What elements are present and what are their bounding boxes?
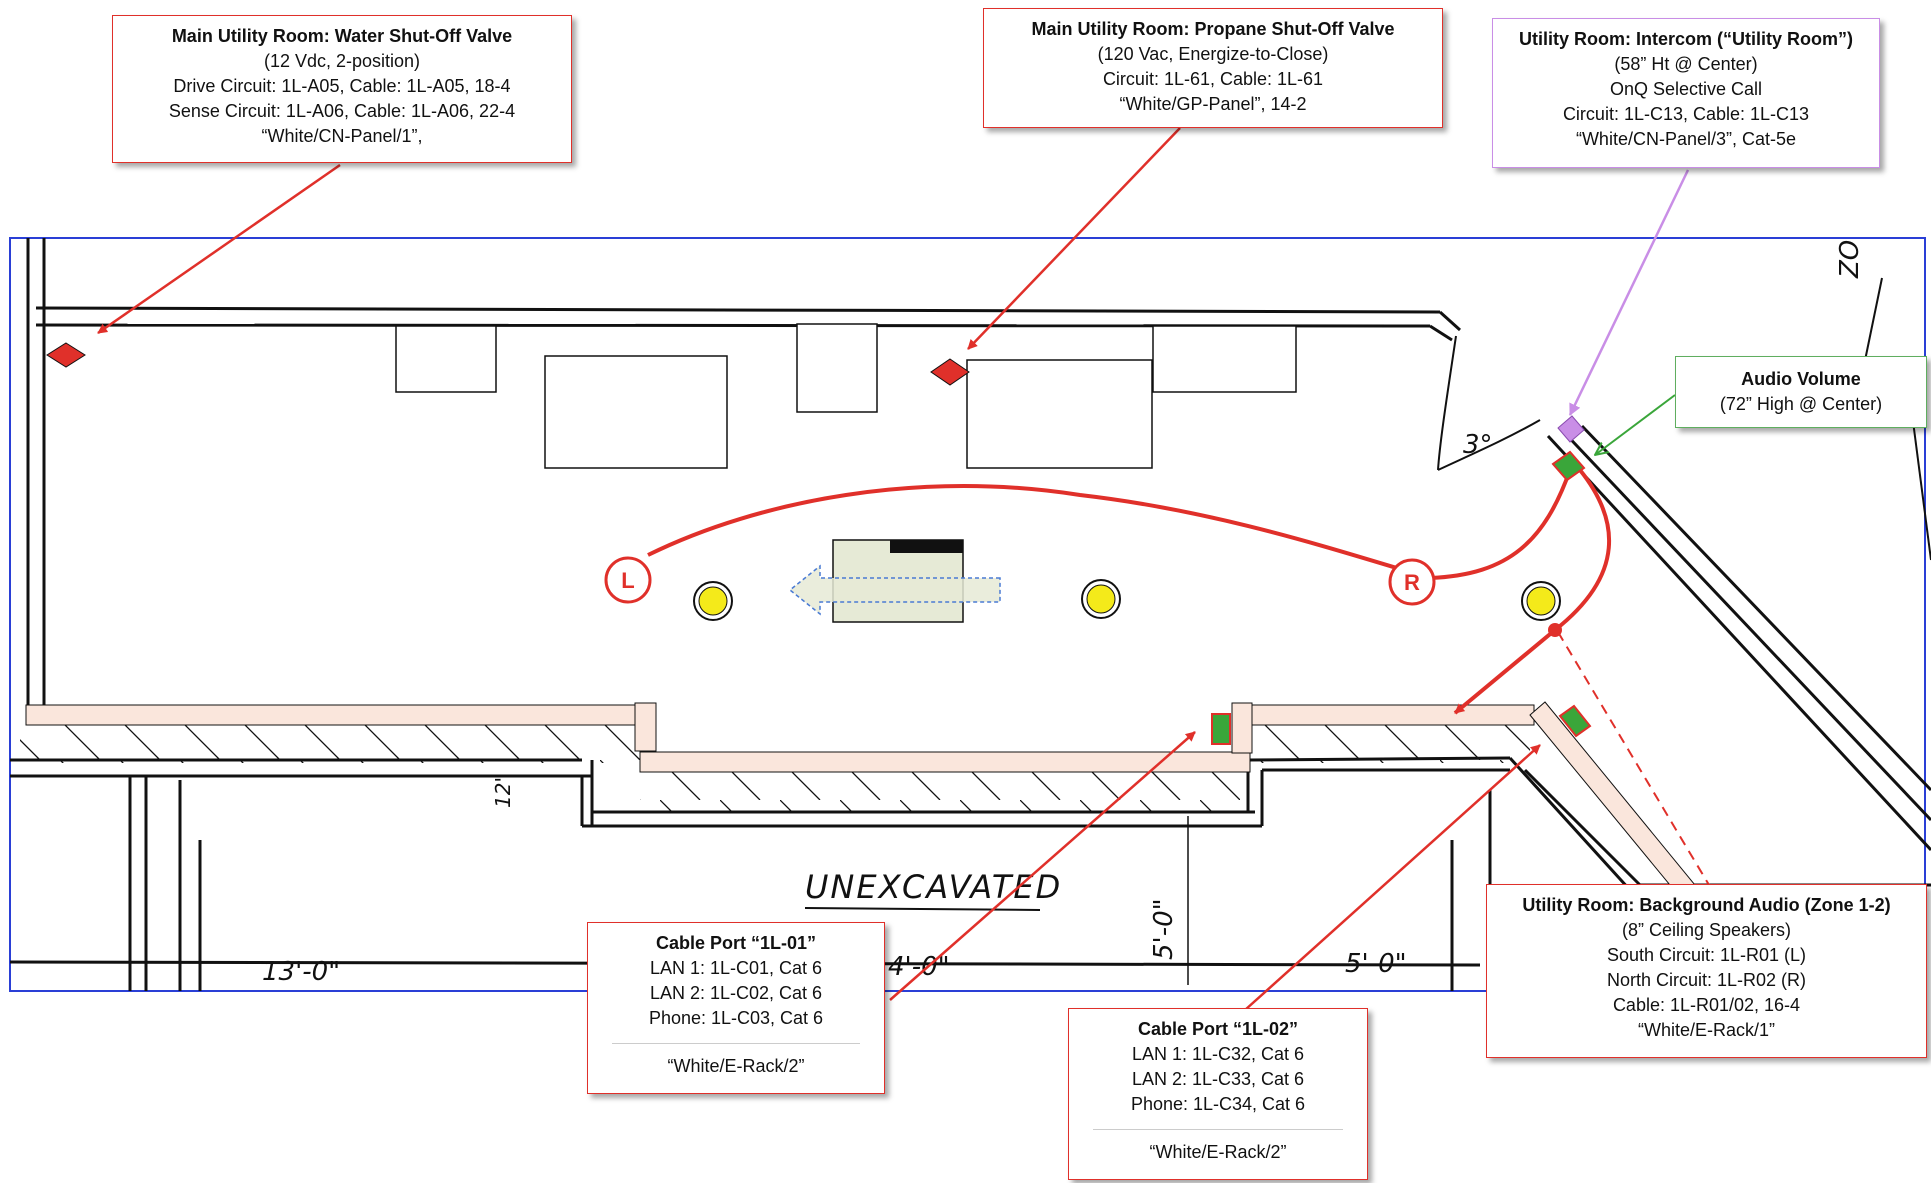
volume-leader bbox=[1595, 394, 1676, 455]
callout-line: “White/CN-Panel/3”, Cat-5e bbox=[1575, 129, 1797, 149]
callout-title: Main Utility Room: Water Shut-Off Valve bbox=[171, 26, 513, 46]
callout-line: “White/GP-Panel”, 14-2 bbox=[1119, 94, 1307, 114]
callout-line: (12 Vdc, 2-position) bbox=[263, 51, 421, 71]
callout-line: LAN 2: 1L-C02, Cat 6 bbox=[649, 983, 823, 1003]
callout-divider bbox=[1093, 1129, 1343, 1130]
callout-line: Circuit: 1L-61, Cable: 1L-61 bbox=[1102, 69, 1324, 89]
water-valve-icon bbox=[46, 342, 86, 368]
callout-title: Cable Port “1L-01” bbox=[655, 933, 817, 953]
callout-line: LAN 1: 1L-C01, Cat 6 bbox=[649, 958, 823, 978]
speaker-right-label: R bbox=[1404, 570, 1420, 595]
callout-line: LAN 1: 1L-C32, Cat 6 bbox=[1131, 1044, 1305, 1064]
callout-line: Phone: 1L-C03, Cat 6 bbox=[648, 1008, 824, 1028]
airflow-arrow-icon bbox=[788, 564, 1001, 616]
cable-port-2-icon bbox=[1558, 704, 1592, 738]
unexcavated-label: UNEXCAVATED bbox=[805, 868, 1062, 906]
callout-line: (72” High @ Center) bbox=[1719, 394, 1883, 414]
left-wall bbox=[26, 238, 46, 712]
unexcavated-underline bbox=[804, 907, 1041, 911]
callout-title: Main Utility Room: Propane Shut-Off Valv… bbox=[1031, 19, 1395, 39]
callout-line: Drive Circuit: 1L-A05, Cable: 1L-A05, 18… bbox=[173, 76, 511, 96]
hatched-wall bbox=[640, 770, 1240, 812]
speaker-left-label: L bbox=[621, 568, 634, 593]
callout-title: Utility Room: Background Audio (Zone 1-2… bbox=[1522, 895, 1891, 915]
volume-control-icon bbox=[1551, 450, 1586, 482]
callout-line: Circuit: 1L-C13, Cable: 1L-C13 bbox=[1562, 104, 1810, 124]
door-swing bbox=[1437, 335, 1541, 471]
tan-wall-plates bbox=[25, 701, 1723, 931]
callout-line: Phone: 1L-C34, Cat 6 bbox=[1130, 1094, 1306, 1114]
plan-frame bbox=[9, 237, 1926, 992]
appliance-boxes bbox=[395, 323, 1297, 469]
cable-port-1-callout: Cable Port “1L-01” LAN 1: 1L-C01, Cat 6 … bbox=[587, 922, 885, 1094]
callout-line: LAN 2: 1L-C33, Cat 6 bbox=[1131, 1069, 1305, 1089]
speaker-right-badge bbox=[1388, 558, 1436, 606]
intercom-leader bbox=[1568, 169, 1690, 416]
dimension-12in: 12" bbox=[491, 773, 515, 808]
propane-valve-callout: Main Utility Room: Propane Shut-Off Valv… bbox=[983, 8, 1443, 128]
intercom-device-icon bbox=[1557, 415, 1585, 443]
ceiling-speaker-icon bbox=[1521, 581, 1561, 621]
callout-line: Cable: 1L-R01/02, 16-4 bbox=[1612, 995, 1801, 1015]
dimension-5ft-b: 5'-0" bbox=[1345, 949, 1407, 979]
background-audio-callout: Utility Room: Background Audio (Zone 1-2… bbox=[1486, 884, 1927, 1058]
hatched-wall bbox=[1250, 723, 1530, 763]
callout-line: OnQ Selective Call bbox=[1609, 79, 1763, 99]
cable-port-2-callout: Cable Port “1L-02” LAN 1: 1L-C32, Cat 6 … bbox=[1068, 1008, 1368, 1180]
callout-line: (58” Ht @ Center) bbox=[1614, 54, 1758, 74]
furnace-top-bar bbox=[890, 540, 963, 553]
hatched-wall bbox=[20, 723, 640, 763]
cable-port-1-icon bbox=[1211, 713, 1231, 745]
intercom-callout: Utility Room: Intercom (“Utility Room”) … bbox=[1492, 18, 1880, 168]
ceiling-speakers bbox=[693, 579, 1561, 621]
callout-line: “White/CN-Panel/1”, bbox=[261, 126, 423, 146]
propane-valve-icon bbox=[930, 358, 970, 386]
speaker-wiring bbox=[647, 468, 1612, 715]
callout-footer: “White/E-Rack/2” bbox=[1149, 1142, 1287, 1162]
callout-line: South Circuit: 1L-R01 (L) bbox=[1606, 945, 1807, 965]
callout-title: Utility Room: Intercom (“Utility Room”) bbox=[1519, 29, 1853, 49]
water-valve-callout: Main Utility Room: Water Shut-Off Valve … bbox=[112, 15, 572, 163]
callout-line: “White/E-Rack/1” bbox=[1637, 1020, 1776, 1040]
callout-divider bbox=[612, 1043, 860, 1044]
callout-line: North Circuit: 1L-R02 (R) bbox=[1606, 970, 1807, 990]
callout-title: Cable Port “1L-02” bbox=[1137, 1019, 1299, 1039]
callout-line: (120 Vac, Energize-to-Close) bbox=[1097, 44, 1329, 64]
dimension-5ft-a: 5'-0" bbox=[1149, 898, 1179, 960]
speaker-left-badge bbox=[604, 556, 652, 604]
callout-title: Audio Volume bbox=[1741, 369, 1861, 389]
zo-label: ZO bbox=[1835, 240, 1865, 279]
audio-volume-callout: Audio Volume (72” High @ Center) bbox=[1675, 356, 1927, 428]
callout-footer: “White/E-Rack/2” bbox=[667, 1056, 805, 1076]
diagonal-wall bbox=[1546, 424, 1931, 852]
ceiling-speaker-icon bbox=[1081, 579, 1121, 619]
angle-label: 3° bbox=[1463, 430, 1493, 460]
callout-line: (8” Ceiling Speakers) bbox=[1621, 920, 1792, 940]
ceiling-speaker-icon bbox=[693, 581, 733, 621]
dimension-13ft: 13'-0" bbox=[262, 957, 340, 987]
callout-line: Sense Circuit: 1L-A06, Cable: 1L-A06, 22… bbox=[168, 101, 516, 121]
leader-lines bbox=[97, 127, 1541, 1011]
